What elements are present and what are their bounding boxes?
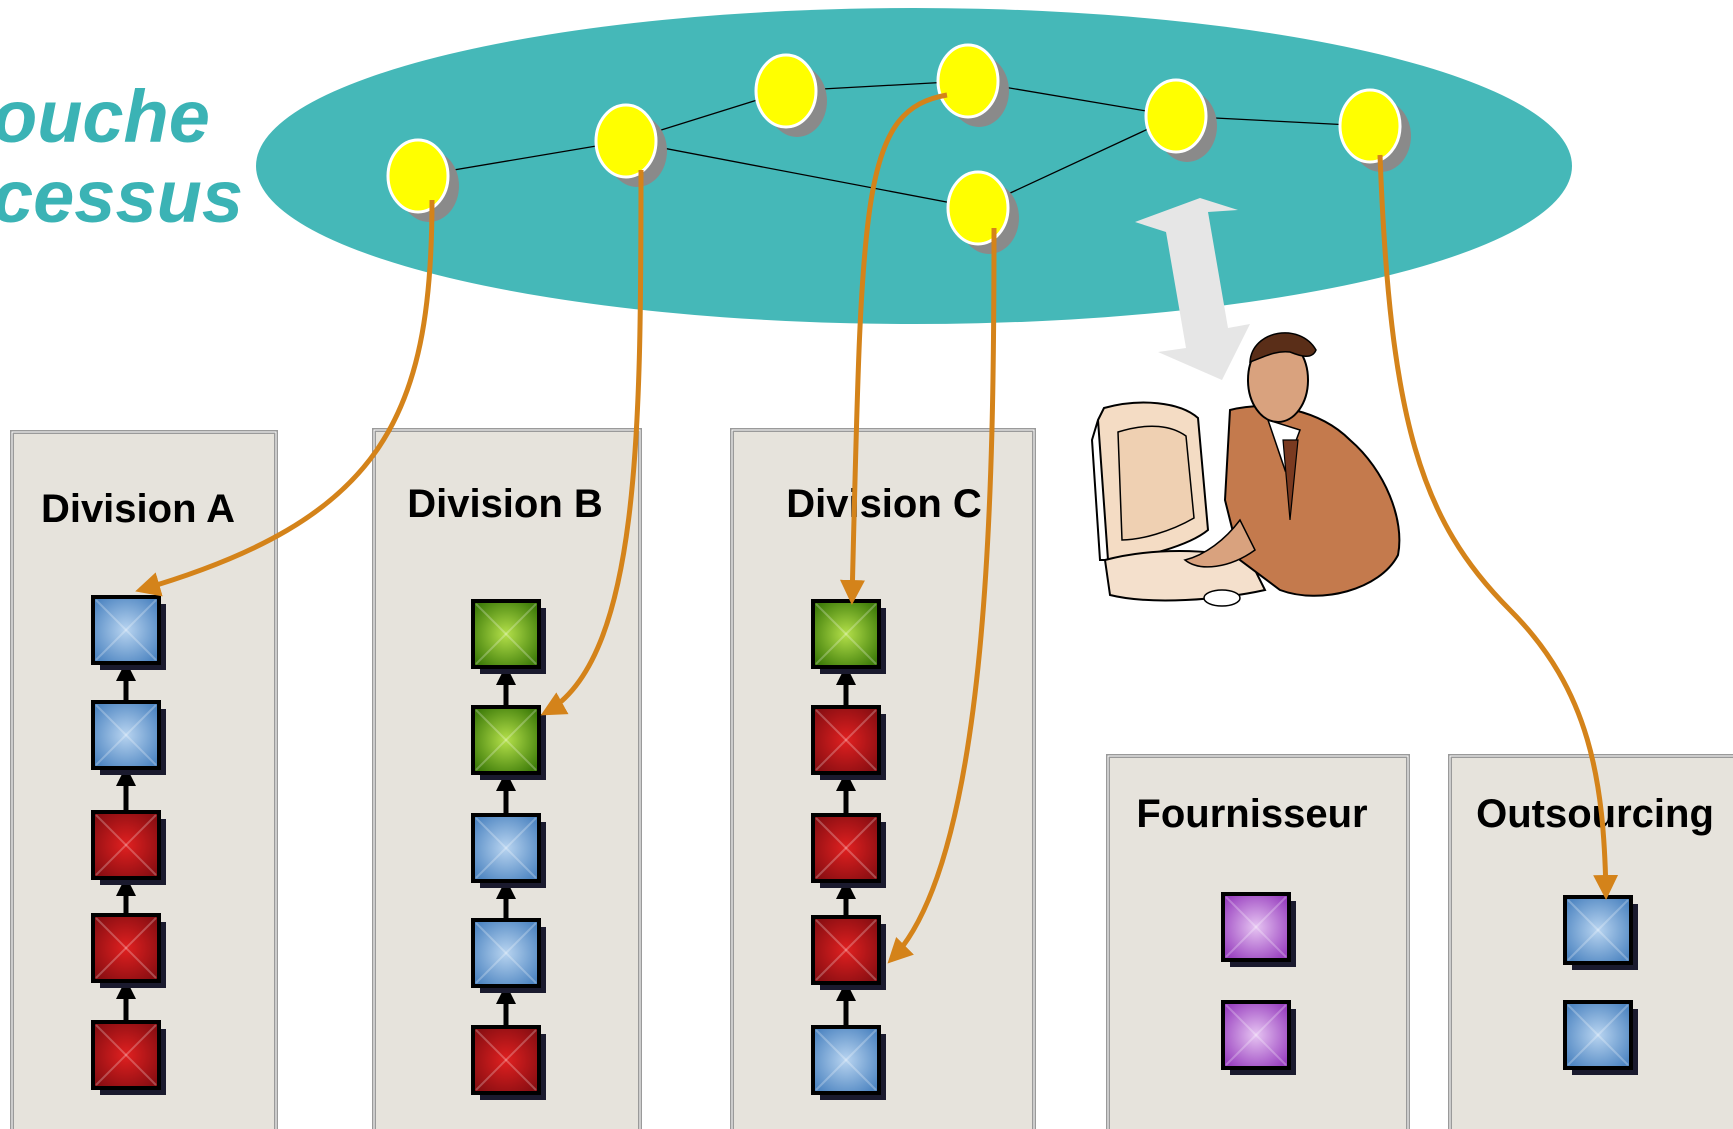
- panel-label: Outsourcing: [1476, 792, 1714, 836]
- process-node: [754, 53, 827, 137]
- process-block-blue: [1563, 895, 1638, 970]
- panels: Division A Division B Division C Fournisseu…: [10, 428, 1733, 1129]
- process-node: [1338, 88, 1411, 172]
- process-block-green: [471, 599, 546, 674]
- panel-outsourcing: Outsourcing: [1448, 754, 1733, 1129]
- process-block-red: [471, 1025, 546, 1100]
- panel-label: Fournisseur: [1136, 792, 1367, 836]
- process-block-blue: [1563, 1000, 1638, 1075]
- process-block-red: [811, 813, 886, 888]
- process-node: [1144, 78, 1217, 162]
- process-block-purple: [1221, 892, 1296, 967]
- process-layer-ellipse: [256, 8, 1572, 324]
- panel-label: Division B: [407, 482, 603, 526]
- mapping-arrows: [135, 92, 1619, 964]
- process-block-red: [811, 705, 886, 780]
- user-at-computer-icon: [1090, 332, 1401, 607]
- process-block-red: [91, 1020, 166, 1095]
- bidirectional-arrow-icon: [1135, 198, 1250, 380]
- process-block-red: [91, 810, 166, 885]
- panel-fournisseur: Fournisseur: [1106, 754, 1410, 1129]
- panel-division-a: Division A: [10, 430, 278, 1129]
- panel-division-c: Division C: [730, 428, 1036, 1129]
- title-line-1: ouche: [0, 75, 210, 158]
- process-block-blue: [811, 1025, 886, 1100]
- process-node: [386, 138, 459, 222]
- process-node: [946, 170, 1019, 254]
- process-node: [936, 43, 1009, 127]
- panel-label: Division C: [786, 482, 982, 526]
- process-block-blue: [471, 813, 546, 888]
- process-block-purple: [1221, 1000, 1296, 1075]
- title-line-2: cessus: [0, 155, 243, 238]
- process-nodes: [386, 43, 1411, 254]
- panel-label: Division A: [41, 487, 235, 531]
- process-block-red: [91, 913, 166, 988]
- process-block-blue: [91, 700, 166, 775]
- process-block-red: [811, 915, 886, 990]
- process-block-green: [471, 705, 546, 780]
- process-block-blue: [91, 595, 166, 670]
- panel-division-b: Division B: [372, 428, 642, 1129]
- process-node: [594, 103, 667, 187]
- process-block-blue: [471, 918, 546, 993]
- process-block-green: [811, 599, 886, 674]
